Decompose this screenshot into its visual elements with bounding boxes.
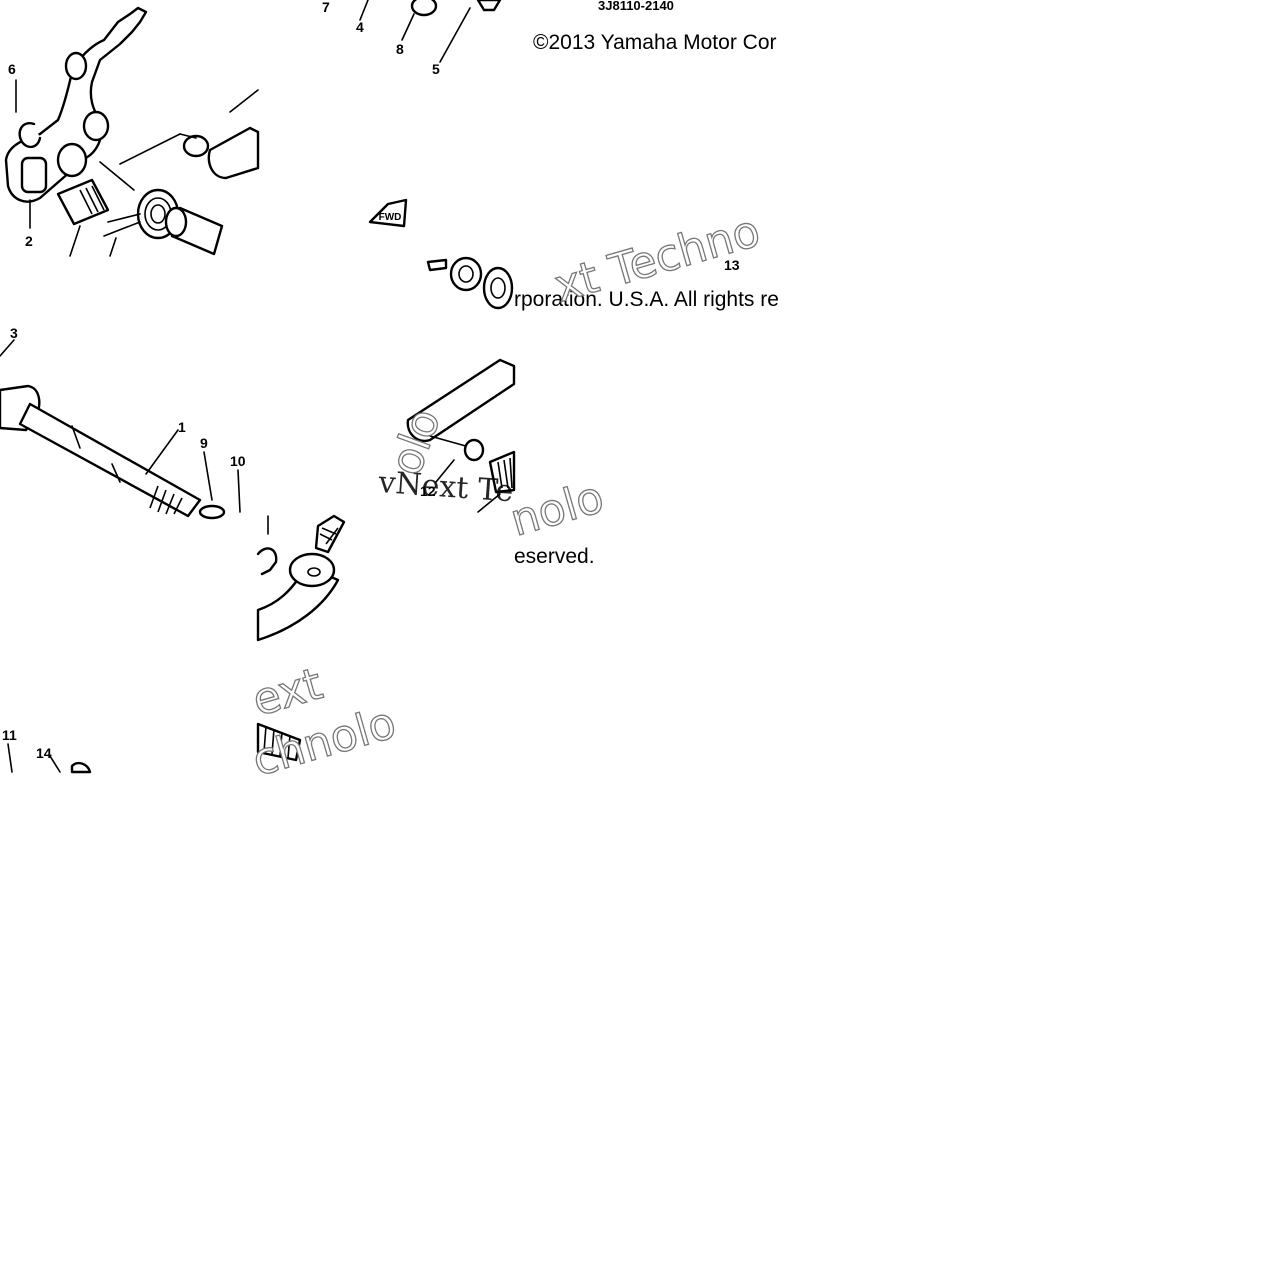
- copyright-line-2: rporation. U.S.A. All rights re: [514, 288, 779, 311]
- clip-lower-part: [256, 547, 278, 576]
- threaded-end-part: [488, 450, 516, 494]
- arm-pivot-boss: [64, 51, 88, 81]
- watermark-outline-2: ext: [247, 658, 328, 726]
- link-plate-part: [207, 126, 260, 180]
- pedal-rod-part: [406, 358, 516, 443]
- pedal-arm-boss: [288, 552, 336, 588]
- callout-4: 4: [356, 19, 364, 35]
- shift-shaft-part: [18, 402, 202, 518]
- tile-bottom-left: [7, 743, 92, 774]
- callout-14: 14: [36, 745, 52, 761]
- callout-9: 9: [200, 435, 208, 451]
- arm-lower-boss: [82, 110, 110, 142]
- arm-slot: [20, 156, 48, 194]
- bolt-end-part: [476, 0, 502, 12]
- threaded-stud-part: [256, 722, 302, 762]
- callout-13: 13: [724, 257, 740, 273]
- callout-5: 5: [432, 61, 440, 77]
- tile-bolts-top: FWD: [359, 0, 514, 310]
- copyright-line-3: eserved.: [514, 545, 595, 568]
- callout-3: 3: [10, 325, 18, 341]
- callout-2: 2: [25, 233, 33, 249]
- callout-7: 7: [322, 0, 330, 15]
- shift-arm-part: [4, 6, 148, 203]
- callout-8: 8: [396, 41, 404, 57]
- drawing-code: 3J8110-2140: [598, 0, 674, 13]
- callout-11: 11: [2, 727, 17, 743]
- callout-labels: 1 2 3 4 5 6 7 8 9 10 11 12 13 14: [2, 0, 740, 761]
- arm-hub: [56, 142, 88, 178]
- tile-pedal-arm: [256, 514, 346, 762]
- watermark-outline-4: nolo: [505, 472, 609, 547]
- callout-6: 6: [8, 61, 16, 77]
- pin-part: [56, 178, 110, 226]
- callout-12: 12: [420, 483, 436, 499]
- washer-lower-part: [482, 266, 514, 310]
- fwd-badge-label: FWD: [379, 212, 402, 223]
- nut-part: [410, 0, 438, 17]
- callout-1: 1: [178, 419, 186, 435]
- tile-shift-arm: [4, 6, 260, 257]
- tile-shift-shaft: [0, 339, 516, 520]
- washer-part: [182, 134, 210, 158]
- fwd-badge: FWD: [368, 198, 408, 228]
- e-clip-part: [18, 122, 42, 149]
- spacer-part: [449, 256, 483, 292]
- pinch-bolt-part: [314, 514, 346, 554]
- copyright-line-1: ©2013 Yamaha Motor Cor: [533, 31, 777, 54]
- callout-10: 10: [230, 453, 246, 469]
